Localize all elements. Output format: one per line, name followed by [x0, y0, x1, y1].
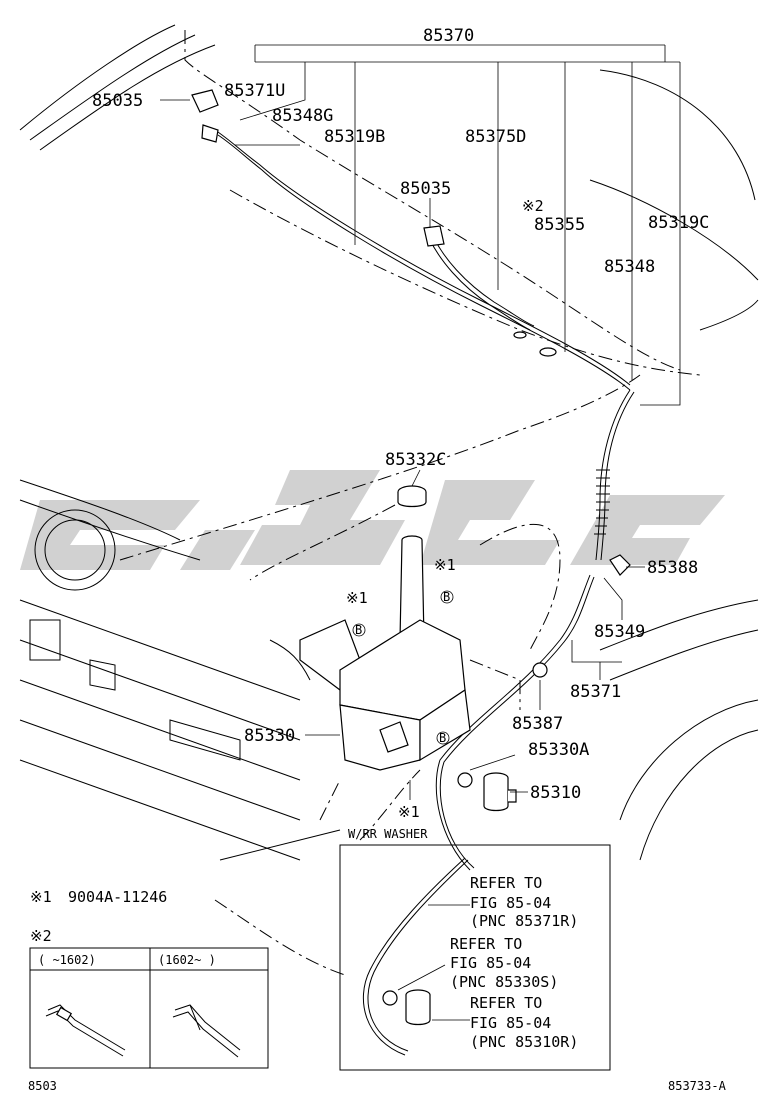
washer-hose-upper — [214, 129, 631, 391]
hood-outline — [19, 24, 759, 561]
washer-hose-lower — [435, 574, 595, 871]
label-hose-rr: 85371 — [570, 682, 621, 702]
refer3-line1: REFER TO — [470, 994, 542, 1012]
front-bumper-outline — [19, 479, 341, 861]
label-assy: 85370 — [423, 26, 474, 46]
watermark-logo — [20, 470, 725, 570]
label-grommet-pump: 85330A — [528, 740, 589, 760]
label-hose-c: 85319C — [648, 213, 709, 233]
label-hose-d: 85375D — [465, 127, 526, 147]
label-rr-washer: W/RR WASHER — [348, 827, 428, 841]
refer1-line2: FIG 85-04 — [470, 894, 551, 912]
label-b-mark-b: B — [355, 623, 362, 637]
refer1-line1: REFER TO — [470, 874, 542, 892]
refer-box: REFER TO FIG 85-04 (PNC 85371R) REFER TO… — [339, 844, 611, 1071]
reservoir-cap — [397, 485, 427, 508]
b-marker-a-circle — [440, 590, 454, 604]
footer-left-code: 8503 — [28, 1079, 57, 1093]
label-hose-main: 85348 — [604, 257, 655, 277]
note2-table — [29, 947, 269, 1069]
refer3-line2: FIG 85-04 — [470, 1014, 551, 1032]
label-nozzle-left: 85035 — [92, 91, 143, 111]
refer2-line3: (PNC 85330S) — [450, 973, 558, 991]
label-nozzle-right: 85035 — [400, 179, 451, 199]
b-marker-c-circle — [436, 731, 450, 745]
label-note1-mark-c: ※1 — [398, 803, 420, 821]
label-grommet: 85387 — [512, 714, 563, 734]
note1-mark: ※1 — [30, 888, 52, 906]
label-note1-mark-a: ※1 — [434, 556, 456, 574]
pump-grommet — [457, 772, 473, 788]
joint-connector — [513, 331, 557, 357]
refer1-line3: (PNC 85371R) — [470, 912, 578, 930]
note1-part-number: 9004A-11246 — [68, 888, 167, 906]
b-marker-b-circle — [352, 623, 366, 637]
refer3-line3: (PNC 85310R) — [470, 1033, 578, 1051]
note-1: ※1 9004A-11246 — [30, 888, 167, 906]
note2-col2-header: (1602~ ) — [158, 953, 216, 967]
nozzle-left — [191, 89, 219, 143]
note-2: ※2 ( ~1602) (1602~ ) — [29, 927, 269, 1069]
assembly-dashes — [214, 504, 561, 976]
corrugated-hose-section — [594, 469, 610, 535]
nozzle-right — [423, 225, 445, 247]
label-clamp: 85388 — [647, 558, 698, 578]
label-note2-mark: ※2 — [522, 197, 544, 215]
label-cap: 85332C — [385, 450, 446, 470]
note2-col1-header: ( ~1602) — [38, 953, 96, 967]
footer-right-code: 853733-A — [668, 1079, 727, 1093]
note2-mark: ※2 — [30, 927, 52, 945]
washer-pump — [483, 772, 517, 812]
leader-lines — [160, 44, 681, 800]
label-hose-g: 85348G — [272, 106, 333, 126]
label-b-mark-a: B — [443, 590, 450, 604]
refer-box-frame — [339, 844, 611, 1071]
label-hose-u: 85371U — [224, 81, 285, 101]
label-joint: 85355 — [534, 215, 585, 235]
reservoir-tank — [299, 535, 471, 771]
label-hose-lower: 85349 — [594, 622, 645, 642]
label-pump: 85310 — [530, 783, 581, 803]
label-note1-mark-b: ※1 — [346, 589, 368, 607]
label-tank: 85330 — [244, 726, 295, 746]
label-hose-b: 85319B — [324, 127, 385, 147]
refer2-line1: REFER TO — [450, 935, 522, 953]
grommet — [532, 662, 548, 678]
hose-clamp — [609, 554, 631, 576]
wheel-arch-outline — [599, 599, 759, 861]
refer2-line2: FIG 85-04 — [450, 954, 531, 972]
label-b-mark-c: B — [439, 731, 446, 745]
